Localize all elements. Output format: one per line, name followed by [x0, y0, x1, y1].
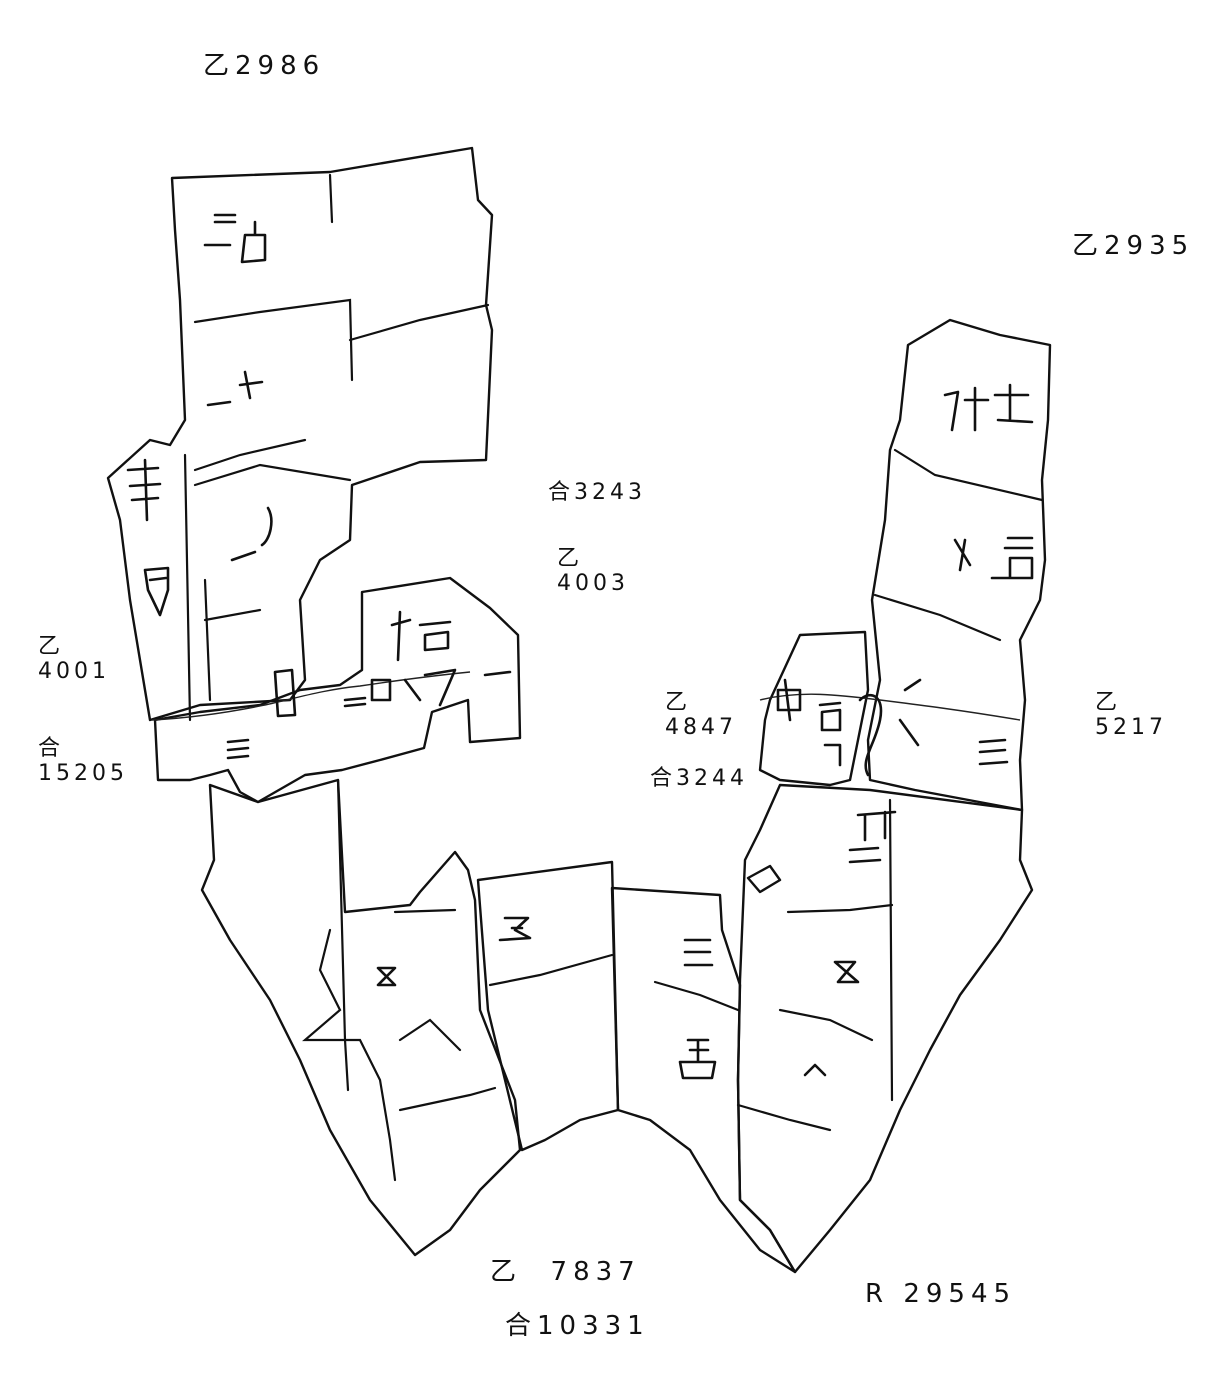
right-upper-fragment-outline [866, 318, 1052, 812]
glyph-mark [376, 966, 397, 987]
glyph-mark [343, 678, 392, 708]
glyph-mark [203, 213, 267, 264]
right-lower-fragment-outline [736, 783, 1034, 1274]
catalog-label-center-he: 合3243 [548, 480, 646, 505]
left-lower-fragment-outline [200, 778, 522, 1257]
glyph-mark [978, 738, 1009, 766]
catalog-label-mid-right-he: 合3244 [650, 766, 748, 791]
glyph-mark [848, 810, 897, 864]
catalog-label-top-left: 乙2986 [203, 51, 326, 81]
left-upper-divider-2 [193, 298, 354, 382]
catalog-label-center-yi: 乙 4003 [557, 546, 629, 597]
glyph-mark [858, 678, 922, 777]
left-upper-divider-6 [183, 453, 192, 722]
glyph-mark [498, 916, 532, 942]
glyph-mark [953, 536, 1034, 580]
glyph-mark [126, 458, 162, 522]
right-lower-divider-2 [778, 1008, 874, 1042]
bottom-center-divider [488, 953, 614, 987]
glyph-mark [143, 566, 170, 617]
catalog-label-left-he: 合 15205 [38, 736, 128, 787]
left-upper-divider-5 [193, 463, 352, 487]
glyph-mark [390, 610, 452, 662]
glyph-mark [683, 938, 714, 967]
glyph-mark [483, 670, 512, 677]
left-lower-divider-2 [393, 908, 457, 914]
catalog-label-bottom-right: R 29545 [865, 1279, 1017, 1309]
right-lower-divider-1 [786, 903, 894, 914]
bottom-right-center-fragment-outline [610, 886, 797, 1274]
right-upper-divider-2 [873, 593, 1002, 642]
right-lower-divider-4 [888, 798, 894, 1102]
glyph-mark [206, 370, 264, 407]
left-upper-divider-7 [203, 578, 212, 702]
catalog-label-right-yi: 乙 5217 [1095, 690, 1167, 741]
left-upper-divider-8 [203, 608, 262, 622]
glyph-mark [818, 701, 842, 767]
catalog-label-bottom-yi: 乙 7837 [490, 1257, 641, 1287]
glyph-mark [273, 668, 297, 718]
glyph-mark [803, 1063, 827, 1077]
bottom-center-fragment-outline [476, 860, 620, 1152]
bottom-right-center-divider [653, 980, 740, 1012]
right-upper-divider-1 [893, 448, 1044, 502]
right-lower-divider-3 [736, 1103, 832, 1132]
left-upper-divider-1 [328, 173, 334, 224]
left-upper-fragment-outline [106, 146, 494, 722]
glyph-mark [833, 960, 860, 984]
inscription-glyphs [126, 213, 1034, 1080]
catalog-label-mid-right-yi: 乙 4847 [665, 690, 737, 741]
glyph-mark [943, 383, 1034, 432]
left-lower-divider-3 [398, 1086, 497, 1112]
left-upper-divider-3 [348, 303, 490, 342]
glyph-mark [776, 678, 802, 722]
right-middle-chip-outline [758, 630, 870, 787]
left-upper-divider-4 [193, 438, 307, 472]
glyph-mark [226, 738, 250, 760]
left-lower-divider-1 [336, 778, 350, 1092]
glyph-mark [230, 506, 273, 562]
catalog-label-left-yi: 乙 4001 [38, 634, 110, 685]
catalog-label-bottom-he: 合10331 [505, 1311, 650, 1341]
catalog-label-top-right: 乙2935 [1072, 231, 1195, 261]
glyph-mark [403, 668, 457, 707]
right-small-hole [746, 864, 782, 894]
glyph-mark [678, 1038, 717, 1080]
center-small-crack [151, 671, 471, 721]
left-lower-crack [302, 928, 462, 1182]
